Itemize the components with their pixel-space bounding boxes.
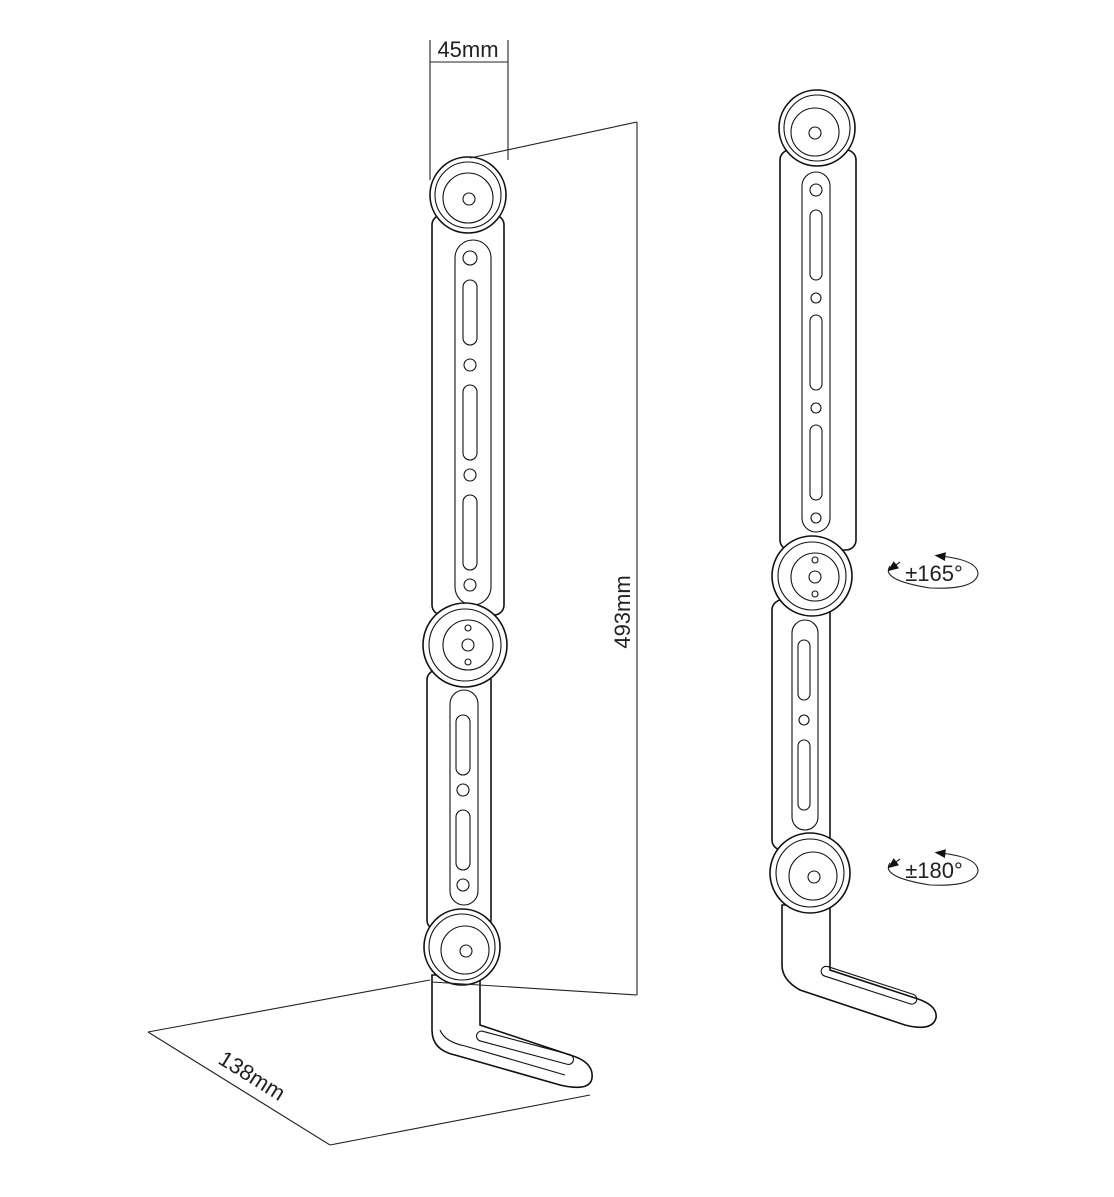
left-lower-bar <box>426 669 492 931</box>
left-top-joint <box>429 156 507 234</box>
right-foot <box>781 904 937 1029</box>
height-dimension: 493mm <box>431 121 638 996</box>
rotation-upper-label: ±165° <box>905 561 963 586</box>
width-dimension: 45mm <box>429 37 509 180</box>
left-bracket <box>422 156 593 1089</box>
left-foot-slot <box>475 1030 575 1065</box>
right-bracket <box>769 89 937 1029</box>
right-foot-slot <box>820 965 918 1005</box>
left-upper-bar <box>431 214 505 616</box>
right-top-joint <box>778 89 856 167</box>
height-label: 493mm <box>610 575 635 648</box>
left-middle-joint <box>422 602 508 688</box>
rotation-lower-label: ±180° <box>905 858 963 883</box>
right-middle-joint <box>771 535 853 617</box>
width-label: 45mm <box>437 37 498 62</box>
rotation-lower: ±180° <box>887 849 979 886</box>
right-lower-bar <box>771 599 831 851</box>
rotation-upper: ±165° <box>887 552 979 589</box>
left-foot <box>431 974 593 1089</box>
